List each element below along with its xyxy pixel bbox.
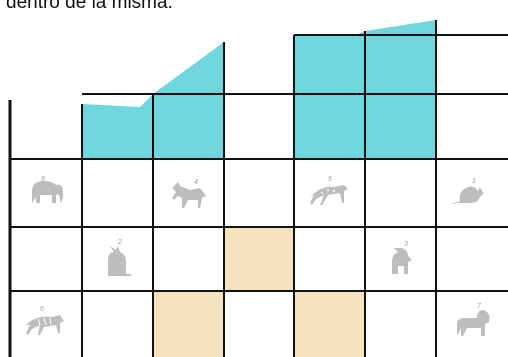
cat-icon: 2	[108, 239, 132, 276]
elephant-number: 8	[41, 176, 45, 183]
tiger-number: 6	[40, 306, 44, 313]
cyan-block-col1	[82, 94, 153, 159]
cat-number: 2	[117, 239, 122, 246]
tan-cell-r3c2	[153, 291, 224, 357]
cheetah-icon: 5	[310, 176, 348, 205]
wolf-number: 4	[194, 179, 198, 186]
dog-icon: 3	[392, 241, 412, 274]
lion-icon: 7	[457, 303, 489, 336]
tan-cell-r3c4	[294, 291, 365, 357]
dog-number: 3	[404, 241, 408, 248]
cyan-block-col5	[365, 20, 436, 159]
tiger-icon: 6	[26, 306, 64, 335]
wolf-icon: 4	[172, 179, 206, 208]
lion-number: 7	[477, 303, 482, 310]
mouse-icon: 1	[452, 178, 484, 204]
tan-cell-r2c3	[224, 227, 294, 291]
cyan-block-col2	[153, 42, 224, 159]
mouse-number: 1	[472, 178, 476, 185]
elephant-icon: 8	[32, 176, 63, 203]
cheetah-number: 5	[328, 176, 332, 183]
